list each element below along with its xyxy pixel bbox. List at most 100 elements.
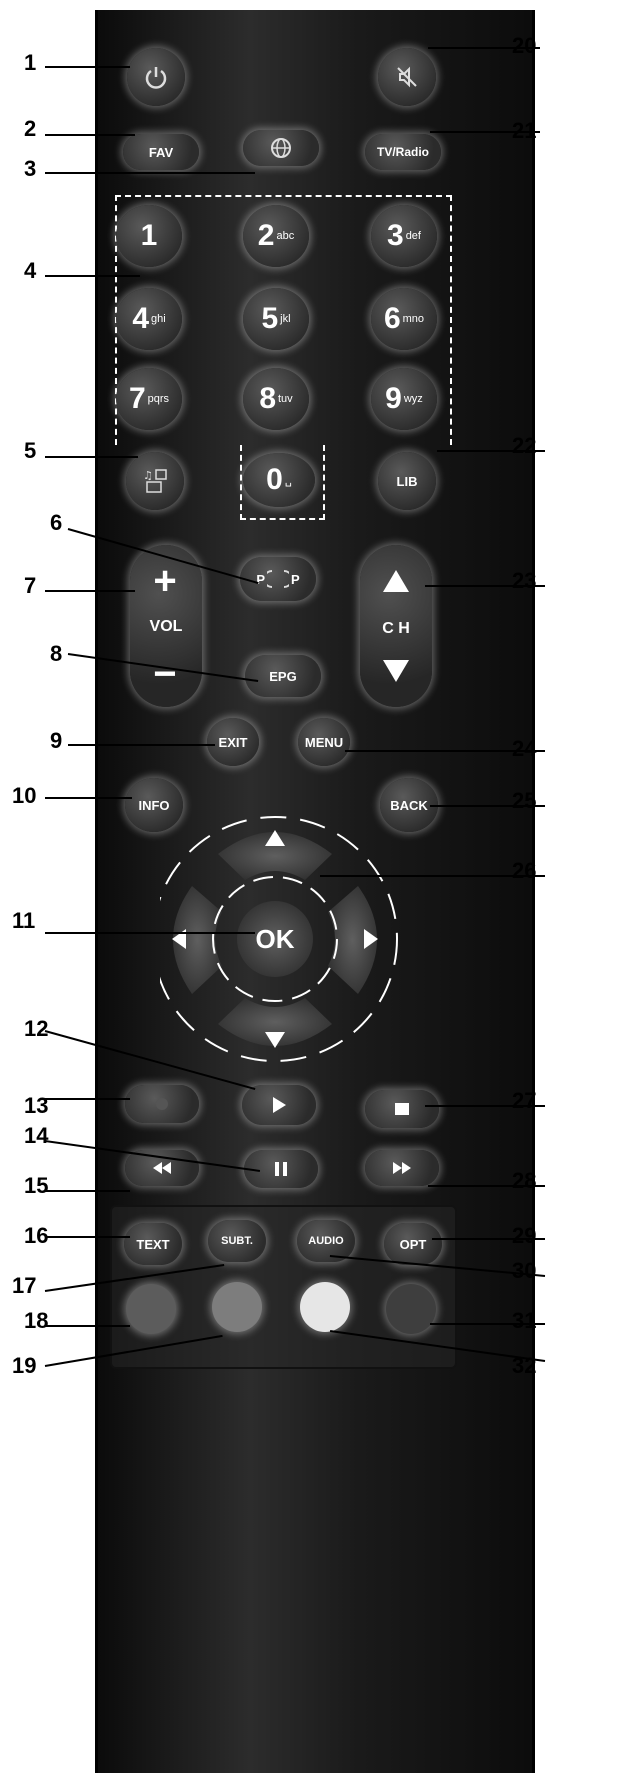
exit-button[interactable]: EXIT: [207, 718, 259, 766]
subtitle-button[interactable]: SUBT.: [208, 1220, 266, 1262]
color-key-1[interactable]: [126, 1284, 176, 1334]
epg-button[interactable]: EPG: [245, 655, 321, 697]
color-key-4[interactable]: [386, 1284, 436, 1334]
callout-line-9: [68, 744, 215, 746]
menu-button[interactable]: MENU: [298, 718, 350, 766]
globe-icon: [271, 138, 291, 158]
color-key-3[interactable]: [300, 1282, 350, 1332]
volume-rocker[interactable]: [130, 545, 202, 707]
nav-up-button[interactable]: [218, 832, 332, 880]
callout-line-4: [45, 275, 140, 277]
callout-number-26: 26: [512, 858, 537, 883]
volume-label: VOL: [149, 618, 183, 635]
callout-number-14: 14: [24, 1123, 49, 1148]
callout-number-2: 2: [24, 116, 37, 141]
power-icon: [145, 67, 167, 89]
digit-7-label: 7: [128, 382, 146, 415]
callout-number-5: 5: [24, 438, 37, 463]
digit-2-label: 2: [257, 219, 275, 252]
lib-button[interactable]: LIB: [378, 452, 436, 510]
ok-button[interactable]: [237, 901, 313, 977]
callout-line-15: [45, 1190, 130, 1192]
callout-number-15: 15: [24, 1173, 49, 1198]
digit-8-label: 8: [259, 382, 276, 415]
digit-0-button[interactable]: 0␣: [243, 453, 315, 507]
callout-number-4: 4: [24, 258, 37, 283]
power-button[interactable]: [127, 48, 185, 106]
tv-radio-button[interactable]: TV/Radio: [365, 134, 441, 170]
record-icon: [156, 1098, 168, 1110]
arrow-down-icon: [265, 1032, 285, 1048]
media-icon: ♫: [143, 469, 167, 493]
triangle-up-icon: [383, 570, 409, 592]
callout-line-27: [425, 1105, 545, 1107]
callout-number-19: 19: [12, 1353, 37, 1378]
globe-button[interactable]: [243, 130, 319, 166]
digit-6-letters: mno: [402, 313, 425, 325]
callout-line-26: [320, 875, 545, 877]
ok-label: OK: [255, 924, 295, 954]
swap-label-right: P: [291, 571, 300, 587]
callout-number-27: 27: [512, 1088, 537, 1113]
volume-down-button[interactable]: −: [153, 651, 177, 696]
arrow-up-icon: [265, 830, 285, 846]
audio-button[interactable]: AUDIO: [297, 1220, 355, 1262]
callout-number-29: 29: [512, 1223, 537, 1248]
swap-label-left: P: [256, 571, 265, 587]
play-icon: [273, 1097, 286, 1113]
pause-button[interactable]: [244, 1150, 318, 1188]
callout-number-21: 21: [512, 118, 537, 143]
nav-down-button[interactable]: [218, 998, 332, 1046]
mute-button[interactable]: [378, 48, 436, 106]
callout-line-1: [45, 66, 130, 68]
play-button[interactable]: [242, 1085, 316, 1125]
callout-number-3: 3: [24, 156, 37, 181]
nav-right-button[interactable]: [328, 886, 377, 994]
nav-left-button[interactable]: [173, 886, 222, 994]
digit-4-letters: ghi: [151, 313, 166, 325]
digit-6-label: 6: [383, 302, 401, 335]
callout-number-8: 8: [50, 641, 63, 666]
callout-number-12: 12: [24, 1016, 49, 1041]
record-button[interactable]: [125, 1085, 199, 1123]
swap-icon: [267, 570, 289, 588]
option-button[interactable]: OPT: [384, 1223, 442, 1265]
channel-down-button[interactable]: [370, 648, 422, 694]
callout-line-2: [45, 134, 135, 136]
digit-3-letters: def: [405, 230, 421, 242]
text-button[interactable]: TEXT: [124, 1223, 182, 1265]
callout-number-1: 1: [24, 50, 37, 75]
stop-button[interactable]: [365, 1090, 439, 1128]
volume-up-button[interactable]: +: [153, 558, 177, 603]
fav-button[interactable]: FAV: [123, 134, 199, 170]
callout-line-10: [45, 797, 132, 799]
media-button[interactable]: ♫: [126, 452, 184, 510]
channel-up-button[interactable]: [370, 558, 422, 604]
callout-number-7: 7: [24, 573, 37, 598]
callout-line-13: [45, 1098, 130, 1100]
digit-2-letters: abc: [276, 230, 295, 242]
svg-text:♫: ♫: [143, 469, 153, 482]
digit-5-label: 5: [261, 302, 279, 335]
fast-forward-button[interactable]: [365, 1150, 439, 1186]
callout-number-6: 6: [50, 510, 63, 535]
digit-1-button[interactable]: 1: [116, 205, 182, 267]
callout-number-17: 17: [12, 1273, 37, 1298]
mute-icon: [397, 66, 417, 88]
back-button[interactable]: BACK: [380, 778, 438, 832]
color-key-2[interactable]: [212, 1282, 262, 1332]
callout-line-25: [430, 805, 545, 807]
pause-icon: [275, 1162, 287, 1176]
swap-button[interactable]: P P: [240, 557, 316, 601]
callout-number-16: 16: [24, 1223, 49, 1248]
digit-0-sub: ␣: [284, 474, 292, 487]
info-button[interactable]: INFO: [125, 778, 183, 832]
